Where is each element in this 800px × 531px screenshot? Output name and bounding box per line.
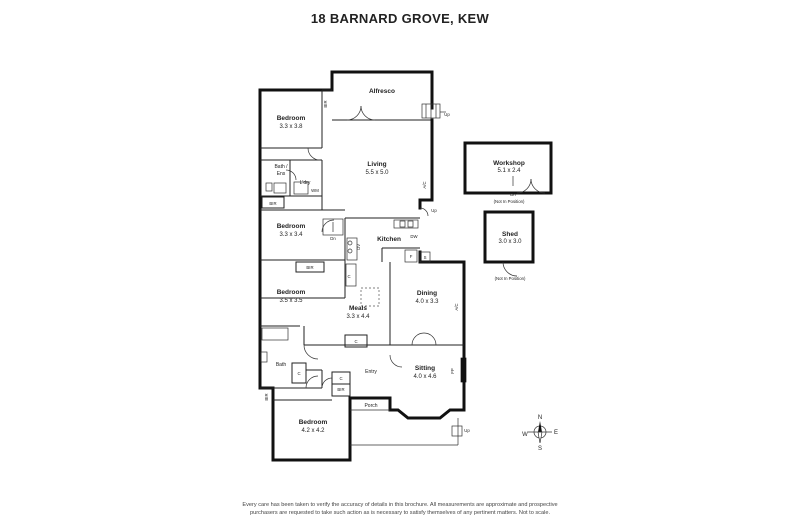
label-dishwasher: DW bbox=[410, 234, 418, 239]
compass-east: E bbox=[554, 430, 558, 436]
room-name-alfresco: Alfresco bbox=[369, 88, 395, 95]
disclaimer-line-1: Every care has been taken to verify the … bbox=[242, 502, 558, 508]
label-oven: OV bbox=[356, 244, 361, 250]
workshop-outbuilding bbox=[463, 141, 553, 195]
label-dn-2: Dn bbox=[510, 192, 516, 197]
label-ac-2: A/C bbox=[454, 303, 459, 310]
label-bath-ens-line1: Bath / bbox=[274, 164, 288, 170]
room-dims-workshop: 5.1 x 2.4 bbox=[497, 168, 521, 174]
room-name-meals: Meals bbox=[349, 305, 367, 312]
room-name-bedroom-4: Bedroom bbox=[299, 419, 328, 426]
label-closet-3: C bbox=[297, 371, 300, 376]
shed-outbuilding bbox=[483, 210, 535, 277]
exterior-walls bbox=[258, 70, 466, 462]
label-porch: Porch bbox=[364, 403, 377, 409]
compass-west: W bbox=[522, 432, 528, 438]
label-closet-1: C bbox=[347, 274, 350, 279]
room-name-workshop: Workshop bbox=[493, 160, 525, 167]
label-bir-5: BIR bbox=[264, 393, 269, 400]
room-dims-dining: 4.0 x 3.3 bbox=[415, 299, 439, 305]
room-name-kitchen: Kitchen bbox=[377, 236, 401, 243]
compass-north: N bbox=[538, 415, 542, 421]
floor-plan: Alfresco Bedroom 3.3 x 3.8 Living 5.5 x … bbox=[258, 70, 558, 462]
label-bath: Bath bbox=[276, 362, 287, 368]
room-name-bedroom-3: Bedroom bbox=[277, 289, 306, 296]
fixtures bbox=[260, 181, 467, 383]
label-not-in-position-workshop: (Not In Position) bbox=[494, 199, 525, 204]
label-bir-2: BIR bbox=[323, 100, 328, 107]
room-dims-shed: 3.0 x 3.0 bbox=[498, 239, 522, 245]
property-title: 18 BARNARD GROVE, KEW bbox=[310, 11, 490, 26]
compass: N S E W bbox=[522, 415, 558, 452]
room-dims-living: 5.5 x 5.0 bbox=[365, 170, 389, 176]
label-fireplace: FP bbox=[450, 368, 455, 374]
stairs bbox=[322, 103, 463, 437]
label-dn-1: Dn bbox=[330, 236, 336, 241]
label-s: S bbox=[424, 255, 427, 260]
door-swings bbox=[285, 105, 437, 389]
label-entry: Entry bbox=[365, 369, 377, 375]
disclaimer: Every care has been taken to verify the … bbox=[0, 502, 800, 517]
room-labels: Alfresco Bedroom 3.3 x 3.8 Living 5.5 x … bbox=[277, 88, 525, 434]
label-not-in-position-shed: (Not In Position) bbox=[495, 276, 526, 281]
label-wm: WM bbox=[311, 188, 319, 193]
label-laundry: L'dry bbox=[300, 180, 311, 186]
label-bir-1: BIR bbox=[269, 201, 276, 206]
room-name-bedroom-1: Bedroom bbox=[277, 115, 306, 122]
room-dims-bedroom-1: 3.3 x 3.8 bbox=[279, 124, 303, 130]
label-up-1: Up bbox=[444, 112, 450, 117]
room-name-dining: Dining bbox=[417, 290, 437, 297]
label-bir-3: BIR bbox=[306, 265, 313, 270]
room-name-living: Living bbox=[367, 161, 386, 168]
room-dims-sitting: 4.0 x 4.6 bbox=[413, 374, 437, 380]
label-fridge: F bbox=[410, 254, 413, 259]
room-dims-bedroom-4: 4.2 x 4.2 bbox=[301, 428, 325, 434]
disclaimer-line-2: purchasers are requested to take such ac… bbox=[249, 509, 551, 516]
compass-south: S bbox=[538, 446, 542, 452]
room-name-sitting: Sitting bbox=[415, 365, 435, 372]
room-dims-meals: 3.3 x 4.4 bbox=[346, 314, 370, 320]
annotations: Bath / Ens L'dry WM BIR BIR BIR BIR BIR … bbox=[264, 100, 526, 433]
label-closet-2: C bbox=[354, 339, 357, 344]
label-ac-1: A/C bbox=[422, 181, 427, 188]
room-name-bedroom-2: Bedroom bbox=[277, 223, 306, 230]
label-up-3: Up bbox=[464, 428, 470, 433]
label-up-2: Up bbox=[431, 208, 437, 213]
room-name-shed: Shed bbox=[502, 231, 518, 238]
room-dims-bedroom-3: 3.5 x 3.5 bbox=[279, 298, 303, 304]
label-bir-4: BIR bbox=[337, 387, 344, 392]
label-bath-ens-line2: Ens bbox=[277, 171, 286, 177]
room-dims-bedroom-2: 3.3 x 3.4 bbox=[279, 232, 303, 238]
label-closet-4: C bbox=[339, 376, 342, 381]
